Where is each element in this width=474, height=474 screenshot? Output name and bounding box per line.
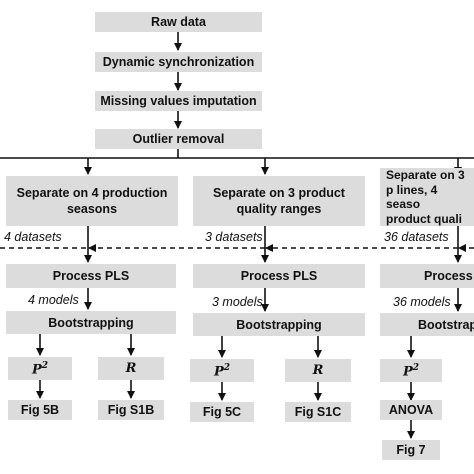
p-exponent-2: 2: [223, 363, 231, 374]
dynamic-sync-label: Dynamic synchronization: [102, 55, 255, 69]
bootstrapping-label-3: Bootstrapp: [418, 317, 474, 332]
r-box-2: R: [285, 359, 351, 382]
fig-7-box: Fig 7: [382, 440, 440, 460]
models-label-3: 36 models: [393, 295, 451, 309]
p-letter-3: P: [402, 364, 413, 380]
process-pls-label-2: Process PLS: [240, 269, 318, 283]
separate-seasons-box: Separate on 4 production seasons: [6, 176, 178, 226]
bootstrapping-label-2: Bootstrapping: [236, 317, 322, 332]
fig-5c-label: Fig 5C: [202, 405, 242, 419]
r-symbol-1: R: [125, 360, 137, 376]
fig-s1b-box: Fig S1B: [98, 400, 164, 420]
r-symbol-2: R: [312, 362, 324, 378]
bootstrapping-box-3: Bootstrapp: [380, 313, 474, 336]
separate-combined-label: Separate on 3 p lines, 4 seaso product q…: [386, 168, 465, 226]
p-exponent-3: 2: [412, 363, 420, 374]
p2-symbol-3: P2: [403, 360, 419, 380]
fig-5b-box: Fig 5B: [8, 400, 72, 420]
separate-quality-label: Separate on 3 product quality ranges: [213, 186, 345, 216]
fig-s1c-box: Fig S1C: [285, 402, 351, 422]
r-box-1: R: [98, 357, 164, 380]
process-pls-box-2: Process PLS: [193, 264, 365, 288]
dynamic-sync-box: Dynamic synchronization: [95, 52, 262, 72]
p2-symbol-2: P2: [214, 360, 230, 380]
missing-values-box: Missing values imputation: [95, 91, 262, 111]
p2-symbol-1: P2: [32, 358, 48, 378]
bootstrapping-box-1: Bootstrapping: [6, 311, 176, 334]
separate-quality-box: Separate on 3 product quality ranges: [193, 176, 365, 226]
bootstrapping-box-2: Bootstrapping: [193, 313, 365, 336]
p-letter-2: P: [213, 364, 224, 380]
anova-label: ANOVA: [388, 403, 434, 417]
outlier-removal-box: Outlier removal: [95, 129, 262, 149]
fig-s1b-label: Fig S1B: [107, 403, 155, 417]
outlier-removal-label: Outlier removal: [132, 132, 225, 146]
p2-box-2: P2: [190, 359, 254, 382]
separate-combined-box: Separate on 3 p lines, 4 seaso product q…: [380, 168, 474, 226]
fig-7-label: Fig 7: [396, 443, 426, 457]
models-label-1: 4 models: [28, 293, 79, 307]
separate-seasons-label: Separate on 4 production seasons: [16, 186, 168, 216]
datasets-label-1: 4 datasets: [4, 230, 62, 244]
fig-5c-box: Fig 5C: [190, 402, 254, 422]
p-letter-1: P: [31, 362, 42, 378]
bootstrapping-label-1: Bootstrapping: [48, 315, 134, 330]
raw-data-box: Raw data: [95, 12, 262, 32]
p2-box-3: P2: [380, 359, 442, 382]
process-pls-label-3: Process: [424, 269, 473, 283]
fig-s1c-label: Fig S1C: [294, 405, 342, 419]
fig-5b-label: Fig 5B: [20, 403, 60, 417]
anova-box: ANOVA: [380, 400, 442, 420]
datasets-label-3: 36 datasets: [384, 230, 449, 244]
p-exponent-1: 2: [41, 361, 49, 372]
models-label-2: 3 models: [212, 295, 263, 309]
missing-values-label: Missing values imputation: [100, 94, 257, 108]
process-pls-box-1: Process PLS: [6, 264, 176, 288]
datasets-label-2: 3 datasets: [205, 230, 263, 244]
raw-data-label: Raw data: [151, 15, 206, 29]
process-pls-box-3: Process: [380, 264, 474, 288]
process-pls-label-1: Process PLS: [52, 269, 130, 283]
p2-box-1: P2: [8, 357, 72, 380]
